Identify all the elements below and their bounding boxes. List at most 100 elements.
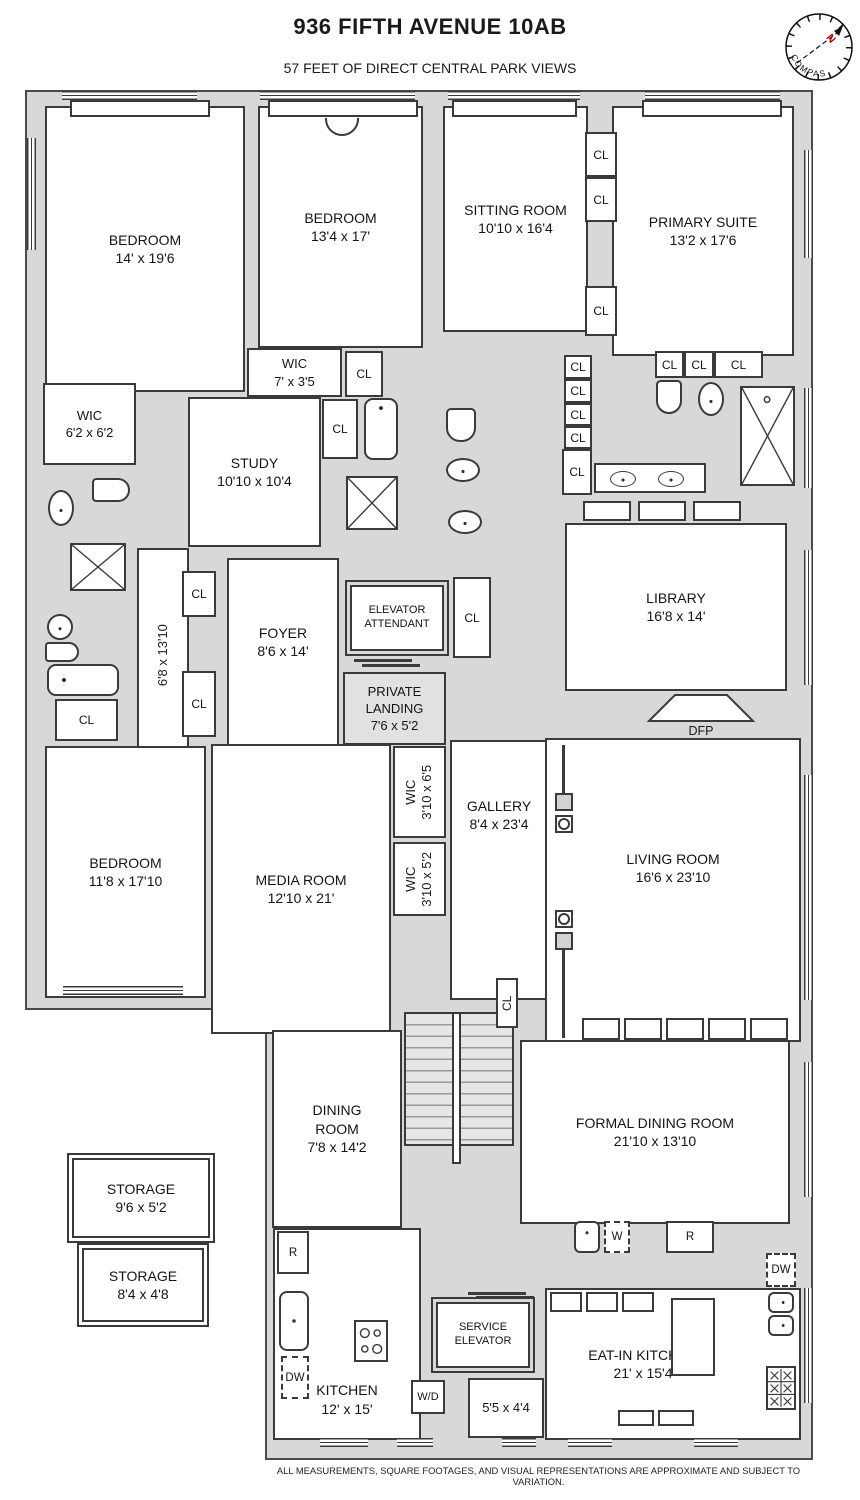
cabinet xyxy=(586,1292,618,1312)
toilet-icon xyxy=(446,408,476,442)
sink-icon xyxy=(768,1292,794,1313)
column-icon xyxy=(555,793,573,811)
toilet-icon xyxy=(656,380,682,414)
window xyxy=(804,1288,813,1403)
column-icon xyxy=(555,910,573,928)
window xyxy=(320,1438,368,1447)
closet: CL xyxy=(585,286,617,336)
toilet-icon xyxy=(45,642,79,662)
window xyxy=(448,91,580,100)
kitchen-island xyxy=(671,1298,715,1376)
bathtub-icon xyxy=(47,664,119,696)
closet: CL xyxy=(496,978,518,1028)
radiator-sill xyxy=(624,1018,662,1040)
cabinet xyxy=(622,1292,654,1312)
closet: CL xyxy=(562,449,592,495)
window xyxy=(260,91,415,100)
radiator-sill xyxy=(452,100,577,117)
column-icon xyxy=(555,815,573,833)
stair-rail xyxy=(452,1012,461,1164)
radiator-sill xyxy=(642,100,782,117)
sink-icon xyxy=(446,458,480,482)
closet: CL xyxy=(55,699,118,741)
window xyxy=(63,986,183,995)
dishwasher: DW xyxy=(766,1253,796,1287)
window xyxy=(397,1438,433,1447)
window xyxy=(804,388,813,488)
cabinet xyxy=(550,1292,582,1312)
radiator-sill xyxy=(582,1018,620,1040)
window xyxy=(27,138,36,250)
window xyxy=(645,91,780,100)
radiator-sill xyxy=(638,501,686,521)
bidet-icon xyxy=(698,382,724,416)
toilet-icon xyxy=(92,478,130,502)
refrigerator: R xyxy=(666,1221,714,1253)
window xyxy=(804,150,813,258)
sink-icon xyxy=(768,1315,794,1336)
cabinet xyxy=(618,1410,654,1426)
closet: CL xyxy=(182,671,216,737)
cabinet xyxy=(658,1410,694,1426)
window xyxy=(568,1438,612,1447)
closet: CL xyxy=(564,355,592,379)
window xyxy=(804,1062,813,1197)
window xyxy=(62,91,197,100)
room-pantry-nook: 5'5 x 4'4 xyxy=(468,1378,544,1438)
stove-icon xyxy=(766,1366,796,1410)
radiator-sill xyxy=(268,100,418,117)
closet: CL xyxy=(585,132,617,177)
fireplace-icon xyxy=(646,694,756,722)
dishwasher: DW xyxy=(281,1356,309,1399)
service-elevator: SERVICE ELEVATOR xyxy=(431,1297,535,1373)
sink-icon xyxy=(279,1291,309,1351)
page-subtitle: 57 FEET OF DIRECT CENTRAL PARK VIEWS xyxy=(283,60,577,76)
column-line xyxy=(562,950,565,1038)
radiator-sill xyxy=(70,100,210,117)
radiator-sill xyxy=(666,1018,704,1040)
shower-icon xyxy=(346,476,398,530)
window xyxy=(502,1438,536,1447)
closet: CL xyxy=(564,379,592,403)
sink-icon xyxy=(48,490,74,526)
radiator-sill xyxy=(583,501,631,521)
washer-dryer: W/D xyxy=(411,1380,445,1414)
column-icon xyxy=(555,932,573,950)
sink-icon xyxy=(448,510,482,534)
elevator-door-lines xyxy=(354,659,412,662)
closet: CL xyxy=(564,426,592,449)
closet: CL xyxy=(714,351,763,378)
radiator-sill xyxy=(750,1018,788,1040)
disclaimer: ALL MEASUREMENTS, SQUARE FOOTAGES, AND V… xyxy=(276,1465,801,1487)
closet: CL xyxy=(322,399,358,459)
closet: CL xyxy=(345,351,383,397)
page-title: 936 FIFTH AVENUE 10AB xyxy=(293,14,567,39)
stove-icon xyxy=(354,1320,388,1362)
sink-icon xyxy=(47,614,73,640)
column-line xyxy=(562,745,565,793)
sink-icon xyxy=(610,471,636,487)
compass-icon: COMPASS N xyxy=(780,8,853,81)
refrigerator: R xyxy=(277,1231,309,1274)
radiator-sill xyxy=(708,1018,746,1040)
double-vanity xyxy=(594,463,706,493)
window xyxy=(804,550,813,685)
sink-icon xyxy=(658,471,684,487)
closet: CL xyxy=(684,351,714,378)
